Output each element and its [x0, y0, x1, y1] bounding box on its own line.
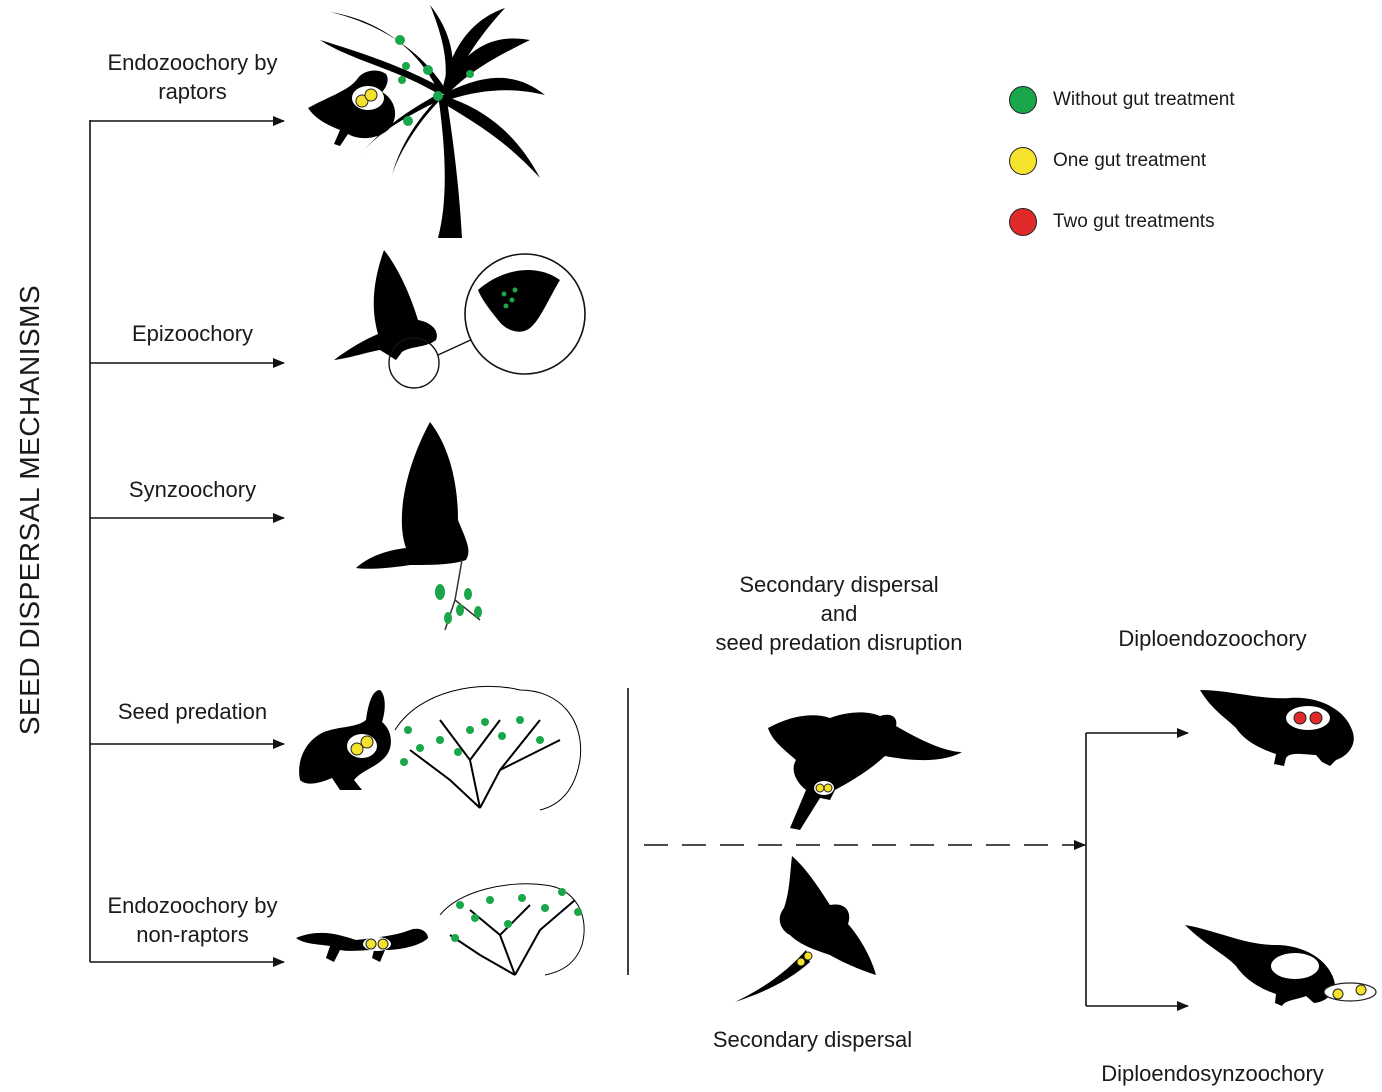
seeds-green-bush-2 — [451, 888, 582, 942]
label-line: Endozoochory by — [107, 50, 278, 75]
seeds-green-talon — [501, 287, 518, 309]
legend-label: Two gut treatments — [1053, 211, 1215, 232]
label-secondary-dispersal: Secondary dispersal — [712, 1027, 913, 1052]
bush-tree-icon — [394, 685, 582, 811]
label-line: Endozoochory by — [107, 893, 278, 918]
raptor-with-lizard-icon — [735, 856, 876, 1002]
label-line: Secondary dispersal — [739, 572, 939, 597]
raptor-with-rabbit-icon — [768, 712, 962, 830]
label-line: non-raptors — [136, 922, 249, 947]
right-bracket — [1085, 728, 1189, 1011]
legend-item-no-gut: Without gut treatment — [1009, 84, 1235, 116]
label-epizoochory: Epizoochory — [131, 321, 254, 346]
bush-tree-icon-2 — [439, 883, 585, 976]
magnifier-small — [388, 337, 440, 389]
green-dot-icon — [1009, 86, 1037, 114]
label-endozoochory-non-raptors: Endozoochory by non-raptors — [90, 891, 295, 949]
seeds-yellow-corvid — [1323, 982, 1377, 1002]
label-line: raptors — [158, 79, 227, 104]
label-endozoochory-raptors: Endozoochory by raptors — [90, 48, 295, 106]
seeds-green-branch — [435, 584, 482, 624]
seeds-yellow-lizard-prey — [796, 951, 813, 967]
empty-gut — [1271, 953, 1319, 979]
label-synzoochory: Synzoochory — [128, 477, 257, 502]
legend-label: Without gut treatment — [1053, 89, 1235, 110]
corvid-diploendosynzoochory-icon — [1185, 925, 1335, 1006]
talon-icon — [478, 269, 560, 332]
left-bracket — [89, 116, 285, 967]
corvid-diploendozoochory-icon — [1200, 690, 1354, 766]
lizard-icon — [296, 928, 428, 962]
seeds-yellow-rabbit — [347, 734, 377, 758]
label-line: and — [820, 601, 858, 626]
seeds-yellow-rabbit-prey — [814, 781, 834, 795]
legend-label: One gut treatment — [1053, 150, 1207, 171]
seeds-green-palm — [395, 35, 474, 126]
palm-tree-icon — [320, 5, 545, 238]
seeds-yellow-lizard — [363, 937, 391, 951]
seeds-red-corvid — [1286, 706, 1330, 730]
label-line: seed predation disruption — [715, 630, 963, 655]
legend-item-two-gut: Two gut treatments — [1009, 206, 1215, 238]
raptor-icon — [308, 70, 396, 146]
legend-item-one-gut: One gut treatment — [1009, 145, 1206, 177]
label-diploendosynzoochory: Diploendosynzoochory — [1101, 1061, 1324, 1086]
flying-raptor-icon — [334, 250, 437, 360]
label-diploendozoochory: Diploendozoochory — [1118, 626, 1307, 651]
rabbit-icon — [299, 690, 391, 790]
raptor-carrying-branch-icon — [356, 422, 469, 569]
yellow-dot-icon — [1009, 147, 1037, 175]
label-seed-predation: Seed predation — [117, 699, 268, 724]
red-dot-icon — [1009, 208, 1037, 236]
seeds-yellow-raptor — [352, 86, 384, 110]
label-secondary-dispersal-disruption: Secondary dispersal and seed predation d… — [680, 570, 998, 657]
seeds-green-bush — [400, 716, 544, 766]
